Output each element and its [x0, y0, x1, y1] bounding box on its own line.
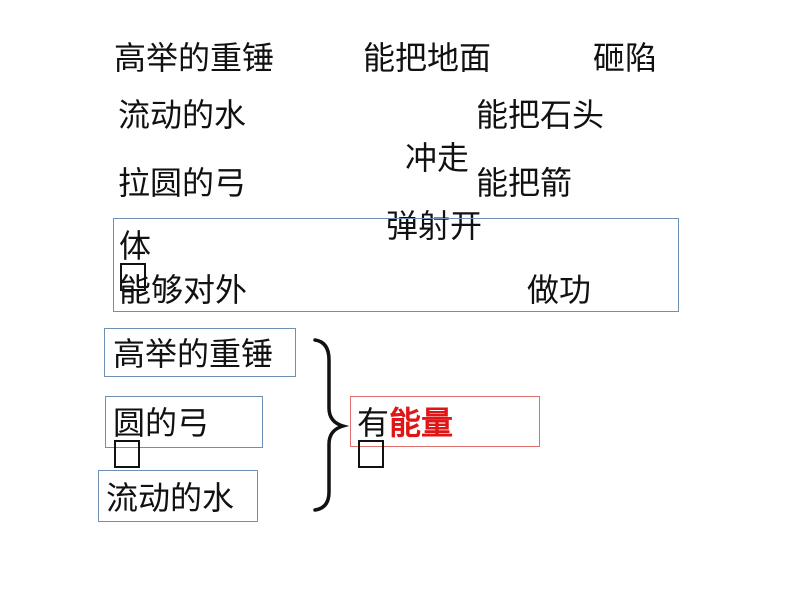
- bow-label-text: 圆的弓: [113, 404, 210, 442]
- summary-line1-text: 体: [119, 227, 152, 265]
- result-box: [350, 396, 540, 447]
- hammer-label: 高举的重锤: [113, 335, 274, 373]
- row2-subject: 流动的水: [118, 96, 247, 134]
- row2-verb: 能把石头: [476, 96, 605, 134]
- row3-result: 弹射开: [386, 207, 483, 245]
- row1-subject: 高举的重锤: [114, 39, 275, 77]
- water-label: 流动的水: [106, 479, 235, 517]
- bow-label: 圆的弓: [113, 403, 210, 468]
- row3-verb: 能把箭: [476, 164, 573, 202]
- row3-subject: 拉圆的弓: [118, 164, 247, 202]
- summary-box: [113, 218, 679, 312]
- row1-result: 砸陷: [593, 39, 658, 77]
- result-prefix: 有: [357, 404, 390, 442]
- hammer-box: [104, 328, 296, 377]
- water-box: [98, 470, 258, 522]
- curly-brace: [313, 338, 350, 512]
- row2-result: 冲走: [405, 139, 470, 177]
- result-label: 有能量: [357, 403, 454, 468]
- summary-line1: 体: [119, 226, 152, 291]
- bow-box: [105, 396, 263, 448]
- row1-verb: 能把地面: [363, 39, 492, 77]
- summary-line2: 能够对外: [119, 271, 248, 309]
- summary-tail: 做功: [527, 271, 592, 309]
- result-highlight: 能量: [389, 404, 454, 442]
